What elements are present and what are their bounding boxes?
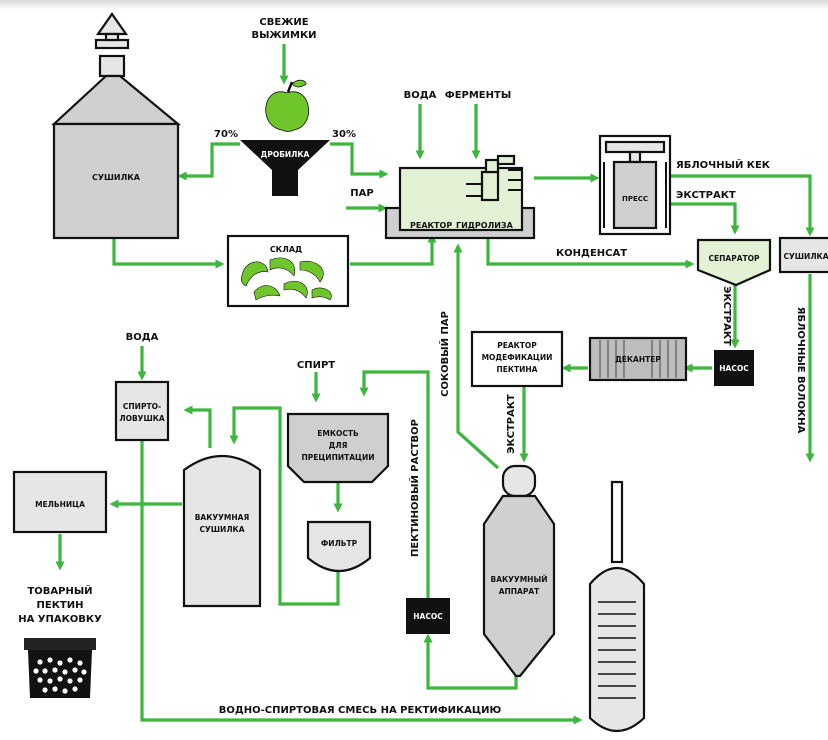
label-juice-steam: СОКОВЫЙ ПАР [438, 311, 451, 397]
label-apple-cake: ЯБЛОЧНЫЙ КЕК [676, 158, 771, 171]
pump-right [714, 350, 754, 386]
flow-warehouse-to-reactor [350, 233, 437, 266]
label-enzymes: ФЕРМЕНТЫ [445, 90, 511, 101]
dryer-left [51, 12, 182, 240]
flow-crusher-to-dryer [177, 142, 240, 181]
apple-stem-icon [286, 81, 294, 93]
label-mod-reactor-1: РЕАКТОР [497, 341, 537, 350]
label-extract-separator: ЭКСТРАКТ [721, 286, 732, 346]
flow-juice-steam [453, 243, 500, 470]
product-bag [24, 638, 96, 698]
label-pump-right: НАСОС [719, 364, 749, 373]
label-mill: МЕЛЬНИЦА [35, 500, 85, 509]
label-precip-1: ЕМКОСТЬ [317, 429, 359, 438]
pectin-granules-icon [33, 657, 87, 694]
label-vac-dryer-2: СУШИЛКА [200, 525, 245, 534]
label-separator: СЕПАРАТОР [709, 254, 761, 263]
separator [696, 238, 772, 287]
label-product-3: НА УПАКОВКУ [18, 614, 102, 625]
press [598, 134, 672, 236]
label-alcohol: СПИРТ [297, 360, 335, 371]
precipitation-tank [286, 412, 390, 484]
label-filter: ФИЛЬТР [321, 539, 358, 548]
label-extract-mod: ЭКСТРАКТ [506, 394, 517, 454]
label-warehouse: СКЛАД [270, 245, 302, 254]
label-condensate: КОНДЕНСАТ [556, 248, 627, 259]
top-shadow [0, 0, 828, 10]
warehouse [226, 234, 350, 308]
flow-dryer-to-warehouse [112, 238, 225, 269]
labels: СВЕЖИЕ ВЫЖИМКИ ВОДА ФЕРМЕНТЫ 70% 30% ДРО… [18, 17, 828, 716]
flow-vacapp-to-pump [423, 633, 518, 690]
label-dryer-right: СУШИЛКА [784, 252, 828, 261]
label-precip-2: ДЛЯ [329, 441, 348, 450]
spirit-trap [114, 380, 170, 442]
hydrolysis-reactor [384, 154, 536, 240]
crusher [240, 79, 330, 196]
label-vac-dryer-1: ВАКУУМНАЯ [195, 513, 250, 522]
label-vac-app-1: ВАКУУМНЫЙ [490, 575, 547, 584]
vacuum-apparatus [482, 464, 556, 678]
dryer-right [778, 236, 828, 274]
label-recycle: ВОДНО-СПИРТОВАЯ СМЕСЬ НА РЕКТИФИКАЦИЮ [219, 705, 502, 716]
filter [306, 520, 372, 572]
flow-extract-to-separator [668, 202, 740, 235]
apple-icon [265, 91, 309, 132]
label-product-1: ТОВАРНЫЙ [27, 584, 92, 597]
label-fresh-pomace-1: СВЕЖИЕ [259, 17, 308, 28]
rectification-column [588, 480, 646, 732]
label-precip-3: ПРЕЦИПИТАЦИИ [301, 453, 374, 462]
label-mod-reactor-2: МОДЕФИКАЦИИ [482, 353, 553, 362]
flow-vacdryer-to-trap [183, 405, 212, 448]
label-mod-reactor-3: ПЕКТИНА [496, 365, 537, 374]
leaf-icon [291, 79, 307, 88]
flow-lines [55, 44, 815, 725]
flow-crusher-to-reactor [330, 142, 389, 179]
pump-bottom [406, 598, 450, 634]
flow-pectin-solution [359, 370, 430, 598]
label-reactor-2: ГИДРОЛИЗА [456, 221, 514, 230]
label-30-percent: 30% [332, 129, 356, 140]
label-vac-app-2: АППАРАТ [499, 587, 540, 596]
apple-slices-icon [240, 257, 332, 301]
label-decanter: ДЕКАНТЕР [615, 355, 661, 364]
flow-filter-to-vacdryer [229, 406, 340, 606]
label-spirit-trap-1: СПИРТО- [123, 402, 161, 411]
decanter [588, 336, 688, 382]
flow-recycle [140, 440, 583, 725]
label-crusher: ДРОБИЛКА [261, 150, 310, 159]
label-water-top: ВОДА [404, 90, 437, 101]
label-fresh-pomace-2: ВЫЖИМКИ [251, 30, 316, 41]
label-press: ПРЕСС [622, 195, 648, 203]
label-pump-bottom: НАСОС [413, 612, 443, 621]
label-70-percent: 70% [214, 129, 238, 140]
mill [12, 470, 108, 534]
label-apple-fibers: ЯБЛОЧНЫЕ ВОЛОКНА [795, 307, 806, 434]
vacuum-dryer [182, 454, 262, 608]
flow-condensate [486, 238, 695, 269]
label-water-left: ВОДА [126, 332, 159, 343]
label-spirit-trap-2: ЛОВУШКА [119, 414, 164, 423]
label-pectin-solution: ПЕКТИНОВЫЙ РАСТВОР [408, 419, 421, 557]
modification-reactor [470, 330, 564, 388]
label-reactor-1: РЕАКТОР [410, 221, 452, 230]
label-product-2: ПЕКТИН [37, 600, 84, 611]
label-steam: ПАР [350, 188, 373, 199]
label-dryer-left: СУШИЛКА [92, 173, 141, 182]
flow-apple-cake [668, 174, 815, 237]
label-extract-press: ЭКСТРАКТ [676, 190, 736, 201]
